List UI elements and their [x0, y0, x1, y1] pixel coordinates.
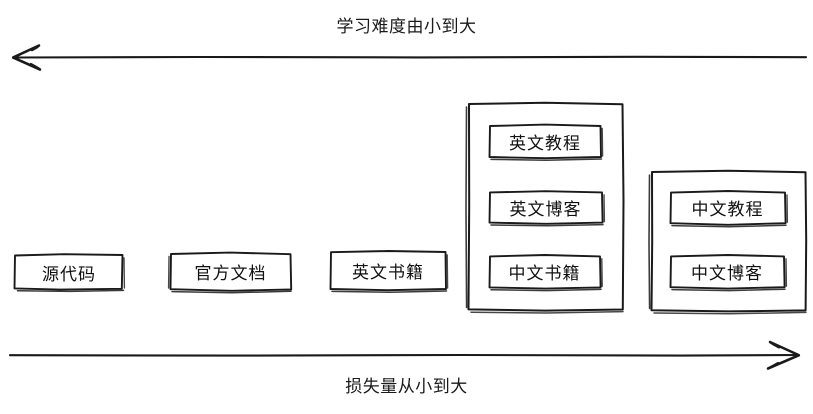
bottom-axis-label: 损失量从小到大 [345, 377, 468, 396]
node-english-tutorials[interactable] [489, 124, 603, 159]
top-axis-arrow [11, 44, 808, 71]
node-english-blogs[interactable] [489, 191, 604, 225]
node-english-books[interactable] [330, 251, 447, 291]
node-chinese-tutorials[interactable] [670, 190, 787, 225]
node-chinese-blogs[interactable] [670, 254, 786, 289]
bottom-axis-arrow [8, 340, 801, 370]
node-source-code[interactable] [14, 254, 124, 291]
top-axis-label: 学习难度由小到大 [336, 17, 477, 36]
node-official-docs[interactable] [169, 252, 292, 291]
node-chinese-books[interactable] [489, 255, 602, 290]
